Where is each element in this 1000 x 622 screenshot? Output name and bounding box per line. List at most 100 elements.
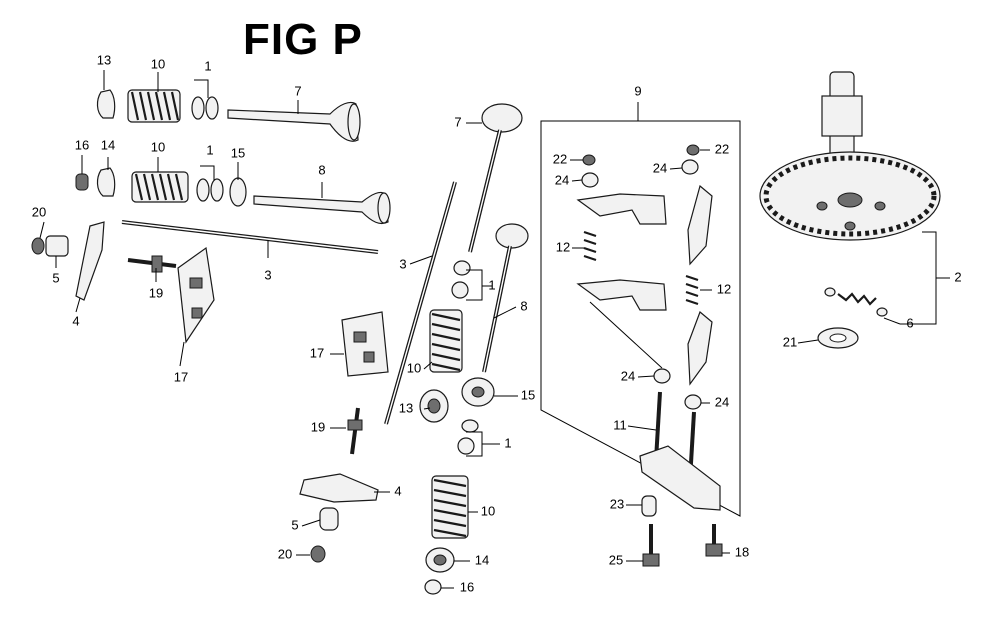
callout-16: 16 [75,137,89,152]
nut-24-lower-right [684,394,702,410]
callout-3: 3 [264,267,271,282]
callout-16: 16 [460,579,474,594]
rocker-arm-4-center [299,473,379,503]
nut-24-lower-left [653,368,671,384]
callout-1: 1 [504,435,511,450]
callout-12: 12 [717,281,731,296]
nut-20-center [310,545,326,563]
callout-4: 4 [394,483,401,498]
cotter-1-middle [196,178,224,202]
callout-17: 17 [310,345,324,360]
guide-plate-17-center [341,311,389,377]
retainer-14-left [96,167,116,197]
nut-22-right [686,144,700,156]
callout-21: 21 [783,334,797,349]
collar-23 [641,495,657,517]
callout-18: 18 [735,544,749,559]
intake-valve-8-left [253,191,391,225]
callout-8: 8 [520,298,527,313]
callout-4: 4 [72,313,79,328]
callout-10: 10 [151,139,165,154]
spring-12-left [583,230,597,262]
callout-1: 1 [206,142,213,157]
callout-13: 13 [97,52,111,67]
callout-9: 9 [634,83,641,98]
washer-21 [817,327,859,349]
nut-22-left [582,154,596,166]
retainer-13-center [419,389,449,423]
callout-24: 24 [653,160,667,175]
callout-22: 22 [715,141,729,156]
pivot-5-center [319,507,339,531]
retainer-14-center [425,547,455,573]
rocker-arm-upper-left [576,193,667,225]
callout-1: 1 [204,58,211,73]
valve-spring-10-center-upper [429,309,463,373]
callout-15: 15 [521,387,535,402]
callout-24: 24 [715,394,729,409]
stud-19-left [127,255,177,273]
valve-spring-10-upper [127,89,181,123]
spring-6 [824,287,888,317]
rocker-arm-lower-right [687,310,713,386]
exhaust-valve-7-upper [227,101,361,142]
callout-2: 2 [954,269,961,284]
cap-16-left [75,173,89,191]
rocker-arm-lower-left [576,279,667,369]
spring-12-right [685,274,699,306]
callout-20: 20 [32,204,46,219]
camshaft-gear-2 [759,71,941,241]
exhaust-valve-7-center [468,103,523,253]
callout-10: 10 [481,503,495,518]
callout-3: 3 [399,256,406,271]
callout-14: 14 [101,137,115,152]
bolt-18 [705,524,723,557]
pivot-5-left [45,235,69,257]
callout-8: 8 [318,162,325,177]
pushrod-3-left [121,220,379,254]
stud-19-center [347,407,363,455]
valve-spring-10-middle [131,171,189,203]
assembly-box-9 [540,102,741,517]
nut-24-upper-right [681,159,699,175]
callout-6: 6 [906,315,913,330]
callout-10: 10 [151,56,165,71]
callout-24: 24 [555,172,569,187]
figure-title: FIG P [243,15,363,64]
callout-19: 19 [311,419,325,434]
callout-5: 5 [291,517,298,532]
guide-plate-17-left [177,246,215,344]
cotter-1-center-upper [451,260,471,299]
rocker-arm-upper-right [687,184,713,266]
callout-7: 7 [454,114,461,129]
retainer-15-left [229,177,247,207]
bolt-25 [642,524,660,567]
retainer-15-center [461,377,495,407]
callout-11: 11 [613,417,627,432]
callout-5: 5 [52,270,59,285]
callout-15: 15 [231,145,245,160]
callout-17: 17 [174,369,188,384]
callout-7: 7 [294,83,301,98]
rocker-shaft-bracket-11 [639,391,721,511]
callout-10: 10 [407,360,421,375]
valve-spring-10-center-lower [431,475,469,539]
nut-24-upper-left [581,172,599,188]
callout-1: 1 [488,277,495,292]
callout-labels: 13 10 1 7 16 14 10 1 15 8 20 5 4 3 19 17… [32,52,962,594]
intake-valve-8-center [482,223,529,373]
callout-22: 22 [553,151,567,166]
pushrod-3-center [384,181,457,425]
callout-25: 25 [609,552,623,567]
cotter-1-upper [191,96,219,120]
callout-13: 13 [399,400,413,415]
cap-16-center [424,579,442,595]
callout-19: 19 [149,285,163,300]
cotter-1-center-lower [457,419,479,455]
leader-lines [39,70,950,589]
retainer-13-upper [96,89,116,119]
nut-20-left [31,237,45,255]
rocker-arm-4-left [75,221,105,301]
